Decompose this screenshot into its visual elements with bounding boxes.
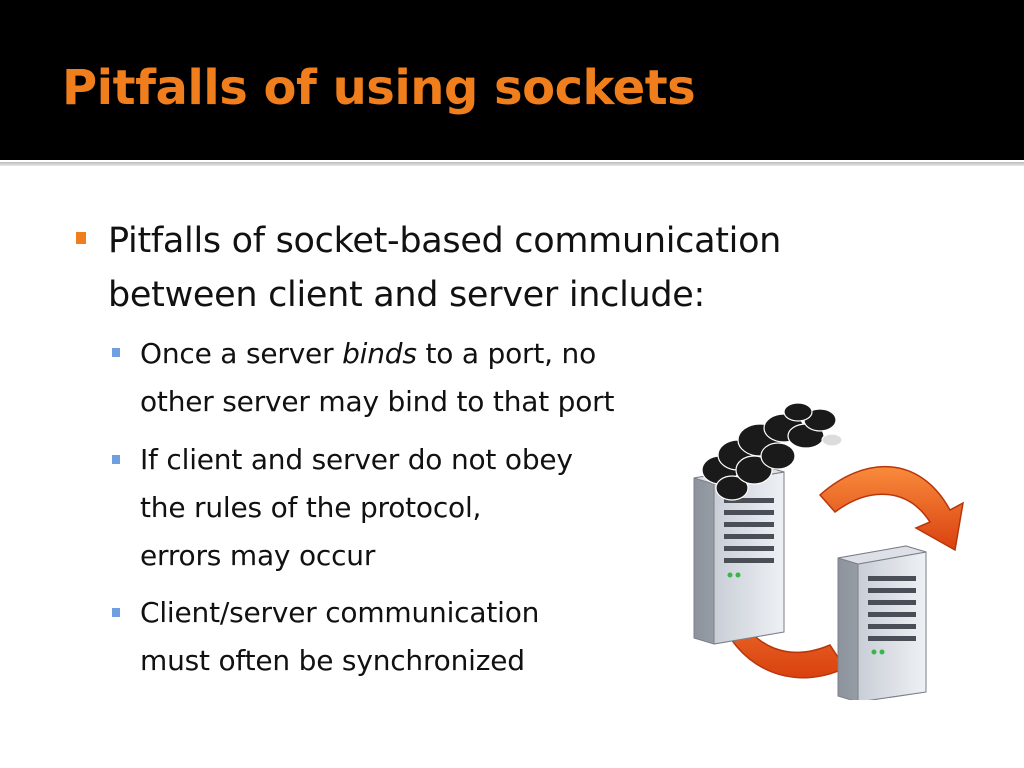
cloud-smoke-icon bbox=[701, 402, 843, 501]
sub-bullet-1-post: to a port, no bbox=[416, 337, 597, 370]
sub-bullet-3-line-1: Client/server communication bbox=[140, 596, 540, 629]
main-bullet-line-2: between client and server include: bbox=[108, 275, 706, 315]
main-bullet: Pitfalls of socket-based communication b… bbox=[108, 214, 888, 322]
sub-bullet-2-line-3: errors may occur bbox=[140, 539, 376, 572]
sub-bullet-1-line-2: other server may bind to that port bbox=[140, 385, 615, 418]
title-bar: Pitfalls of using sockets bbox=[0, 0, 1024, 160]
sub-bullet-2-line-2: the rules of the protocol, bbox=[140, 491, 482, 524]
bullet-marker-l2 bbox=[112, 455, 120, 464]
sub-bullet-3-line-2: must often be synchronized bbox=[140, 644, 525, 677]
main-bullet-line-1: Pitfalls of socket-based communication bbox=[108, 221, 782, 261]
sub-bullet-1-emphasis: binds bbox=[342, 337, 417, 370]
bullet-marker-l2 bbox=[112, 608, 120, 617]
sub-bullet-2: If client and server do not obey the rul… bbox=[140, 436, 573, 580]
bullet-marker-l2 bbox=[112, 348, 120, 357]
sub-bullet-2-line-1: If client and server do not obey bbox=[140, 443, 573, 476]
sub-bullet-1-pre: Once a server bbox=[140, 337, 343, 370]
sub-bullet-1-line-1: Once a server binds to a port, no bbox=[140, 330, 614, 378]
title-divider bbox=[0, 162, 1024, 166]
bullet-marker-l1 bbox=[76, 232, 86, 244]
sub-bullet-3: Client/server communication must often b… bbox=[140, 589, 539, 685]
sub-bullet-1: Once a server binds to a port, no other … bbox=[140, 330, 614, 426]
server-icon bbox=[837, 545, 927, 700]
slide-title: Pitfalls of using sockets bbox=[62, 60, 696, 116]
server-illustration bbox=[693, 402, 964, 700]
